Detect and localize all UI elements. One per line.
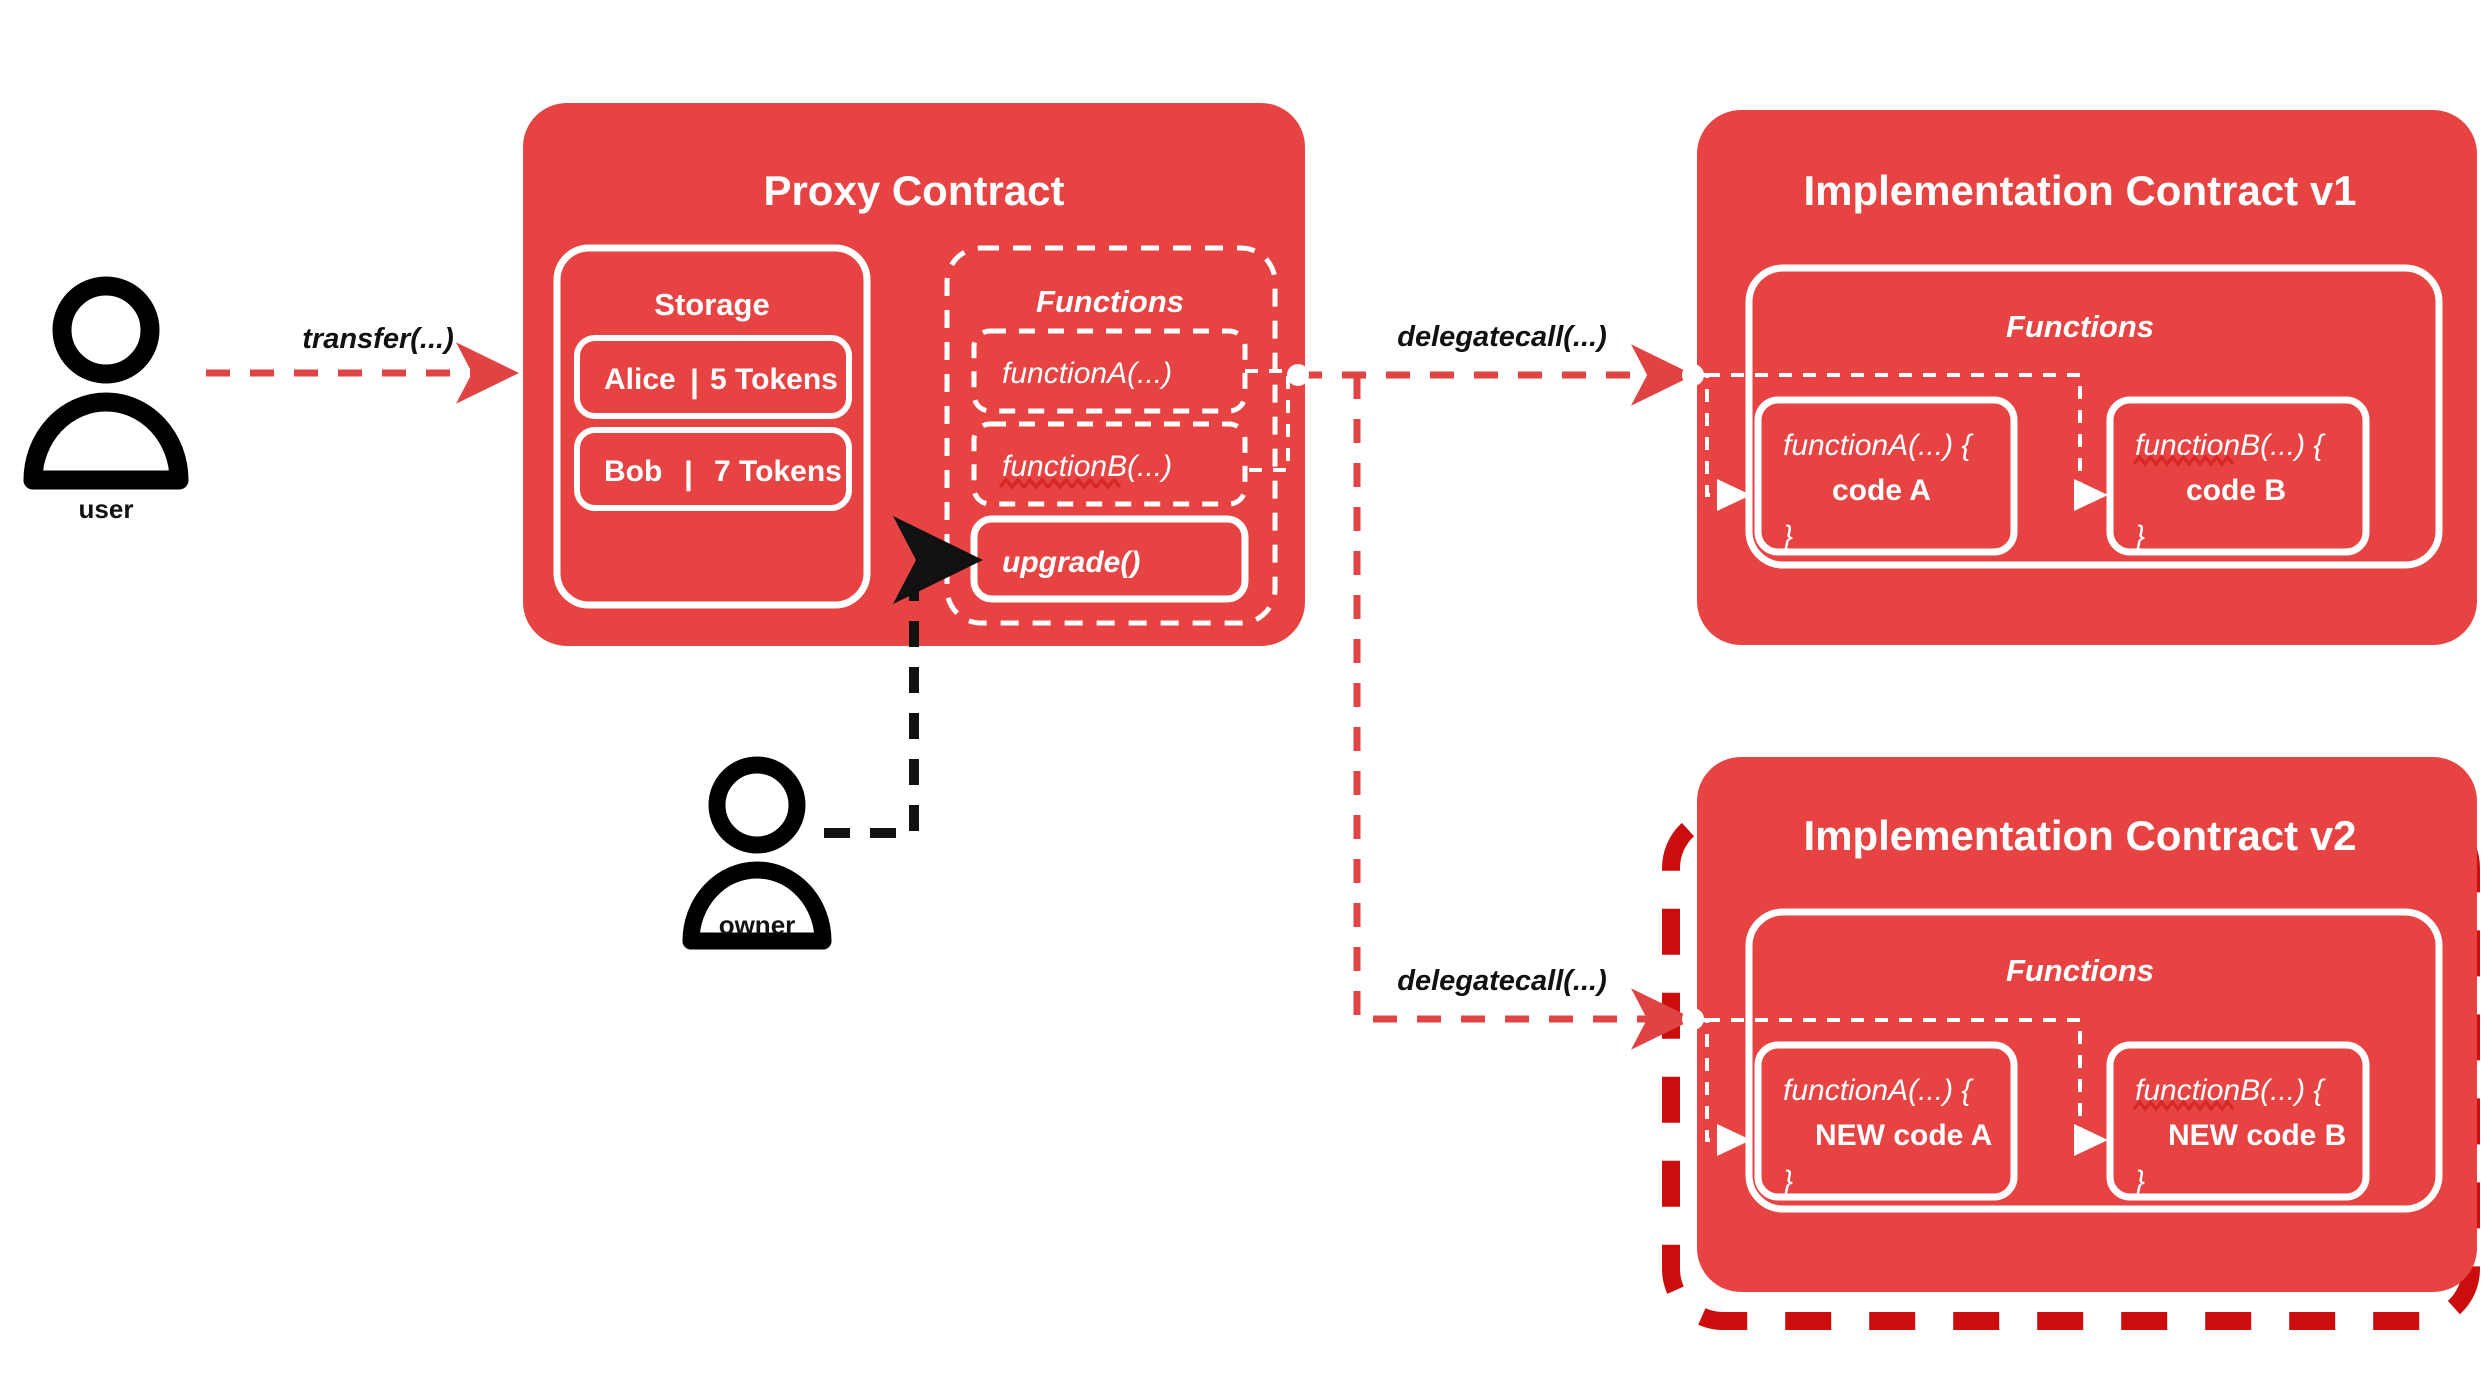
function-body: code A: [1832, 474, 1931, 507]
actor-user[interactable]: user: [23, 276, 189, 524]
storage-row-name: Bob: [604, 455, 662, 488]
edge-delegatecall-v2: delegatecall(...): [1353, 375, 1704, 1050]
delegatecall-v2-label: delegatecall(...): [1397, 965, 1607, 997]
function-signature: functionA(...) {: [1783, 429, 1974, 462]
function-close-brace: }: [2132, 520, 2145, 553]
edge-owner-upgrade: [824, 516, 983, 838]
spellcheck-squiggle: [998, 477, 1122, 490]
function-body: NEW code A: [1815, 1119, 1992, 1152]
storage-row: Bob | 7 Tokens: [574, 427, 852, 511]
function-item-label: upgrade(): [1002, 546, 1140, 579]
function-signature: functionA(...) {: [1783, 1074, 1974, 1107]
function-signature: functionB(...) {: [2135, 429, 2326, 462]
implementation-v2[interactable]: Implementation Contract v2 Functions fun…: [1662, 757, 2480, 1330]
transfer-label: transfer(...): [302, 323, 453, 355]
storage-row-value: 5 Tokens: [710, 363, 838, 396]
functions-outline: [944, 245, 1278, 626]
storage-outline: [553, 244, 871, 609]
functions-title: Functions: [2006, 309, 2154, 344]
functions-title: Functions: [1036, 284, 1184, 319]
implementation-v2-functions-panel: Functions functionA(...) { NEW code A } …: [1697, 908, 2443, 1213]
proxy-contract-title: Proxy Contract: [763, 167, 1064, 214]
delegatecall-v1-label: delegatecall(...): [1397, 321, 1607, 353]
implementation-v1-functions-panel: Functions functionA(...) { code A } func…: [1697, 264, 2443, 569]
implementation-v2-title: Implementation Contract v2: [1803, 812, 2356, 859]
actor-owner-label: owner: [719, 910, 796, 940]
function-close-brace: }: [1780, 1165, 1793, 1198]
storage-row: Alice | 5 Tokens: [574, 335, 852, 419]
actor-owner[interactable]: owner: [682, 756, 832, 950]
function-close-brace: }: [1780, 520, 1793, 553]
implementation-v2-card: [1697, 757, 2477, 1292]
proxy-function-item-functiona[interactable]: functionA(...): [971, 328, 1248, 414]
function-box-outline: [2106, 396, 2370, 556]
function-box-outline: [1754, 1041, 2018, 1201]
proxy-storage-panel: Storage Alice | 5 Tokens Bob | 7 Tokens: [553, 244, 871, 609]
implementation-v1[interactable]: Implementation Contract v1 Functions fun…: [1697, 110, 2477, 645]
delegatecall-v2-target-dot: [1682, 1008, 1704, 1030]
storage-row-separator: |: [690, 363, 699, 399]
implementation-v1-title: Implementation Contract v1: [1803, 167, 2356, 214]
spellcheck-squiggle: [2132, 1099, 2235, 1112]
function-item-label: functionB(...): [1002, 450, 1172, 483]
edge-transfer: transfer(...): [206, 323, 519, 404]
function-item-outline: [971, 421, 1248, 507]
actor-user-label: user: [79, 494, 134, 524]
function-item-outline: [971, 328, 1248, 414]
storage-row-outline: [574, 427, 852, 511]
storage-row-outline: [574, 335, 852, 419]
impl-v1-route-to-fnb: [1707, 373, 2108, 511]
function-signature: functionB(...) {: [2135, 1074, 2326, 1107]
implementation-v1-card: [1697, 110, 2477, 645]
delegatecall-v1-target-dot: [1682, 364, 1704, 386]
impl-v1-function-b[interactable]: functionB(...) { code B }: [2106, 396, 2370, 556]
functions-outline: [1745, 264, 2443, 569]
proxy-function-item-functionb[interactable]: functionB(...): [971, 421, 1248, 507]
function-close-brace: }: [2132, 1165, 2145, 1198]
impl-v2-route-to-fnb: [1707, 1018, 2108, 1156]
proxy-contract[interactable]: Proxy Contract Storage Alice | 5 Tokens …: [523, 103, 1305, 646]
storage-row-value: 7 Tokens: [714, 455, 842, 488]
function-body: code B: [2186, 474, 2286, 507]
impl-v2-function-b[interactable]: functionB(...) { NEW code B }: [2106, 1041, 2370, 1201]
delegatecall-source-dot: [1287, 364, 1309, 386]
impl-v1-function-a[interactable]: functionA(...) { code A }: [1754, 396, 2018, 556]
person-icon: [682, 756, 832, 950]
owner-upgrade-arrow: [824, 516, 983, 838]
person-icon: [23, 276, 189, 490]
storage-title: Storage: [654, 287, 769, 322]
storage-row-name: Alice: [604, 363, 676, 396]
function-body: NEW code B: [2168, 1119, 2346, 1152]
storage-row-separator: |: [684, 455, 693, 491]
functions-title: Functions: [2006, 953, 2154, 988]
spellcheck-squiggle: [2132, 454, 2235, 467]
function-item-label: functionA(...): [1002, 357, 1172, 390]
delegatecall-v2-arrow: [1353, 375, 1694, 1050]
edge-delegatecall-v1: delegatecall(...): [1287, 321, 1704, 406]
function-box-outline: [1754, 396, 2018, 556]
impl-v2-function-a[interactable]: functionA(...) { NEW code A }: [1754, 1041, 2018, 1201]
functions-outline: [1745, 908, 2443, 1213]
function-box-outline: [2106, 1041, 2370, 1201]
